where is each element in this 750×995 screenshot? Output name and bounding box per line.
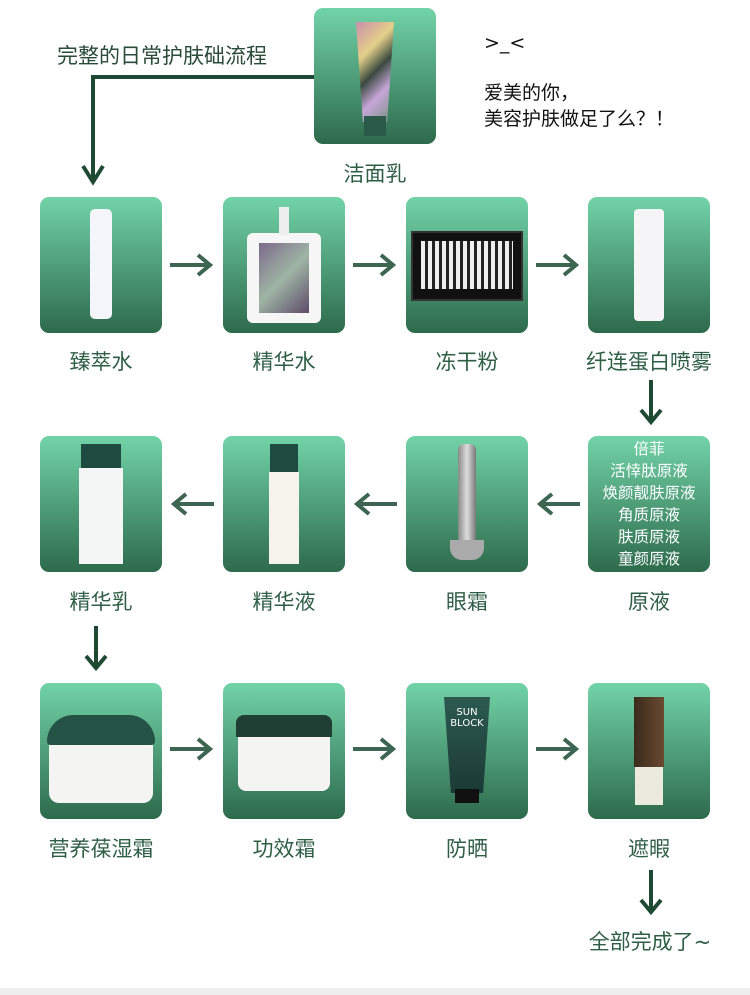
product-card-fibronectin-spray[interactable] bbox=[588, 197, 710, 333]
note-line-2: 美容护肤做足了么？！ bbox=[484, 108, 675, 130]
arrow-left-icon bbox=[170, 492, 214, 516]
flow-title: 完整的日常护肤础流程 bbox=[57, 44, 267, 68]
bottle-cap bbox=[270, 444, 298, 472]
tube-cap bbox=[455, 789, 479, 803]
product-card-essence-liquid[interactable] bbox=[223, 436, 345, 572]
arrow-left-icon bbox=[536, 492, 580, 516]
product-card-serum[interactable]: 倍菲 活悻肽原液 焕颜靓肤原液 角质原液 肤质原液 童颜原液 bbox=[588, 436, 710, 572]
step-label: 功效霜 bbox=[252, 837, 316, 861]
bottle-cap bbox=[81, 444, 121, 468]
step-label: 遮暇 bbox=[628, 837, 670, 861]
step-label: 纤连蛋白喷雾 bbox=[586, 350, 712, 374]
step-label: 眼霜 bbox=[446, 590, 488, 614]
serum-list: 倍菲 活悻肽原液 焕颜靓肤原液 角质原液 肤质原液 童颜原液 bbox=[588, 436, 710, 572]
serum-item: 活悻肽原液 bbox=[610, 462, 688, 480]
arrow-right-icon bbox=[353, 253, 397, 277]
step-label: 臻萃水 bbox=[69, 350, 133, 374]
done-label: 全部完成了~ bbox=[588, 930, 712, 954]
emoticon: >_< bbox=[484, 32, 526, 54]
arrow-right-icon bbox=[170, 737, 214, 761]
arrow-down-icon bbox=[639, 870, 663, 916]
product-card-cleanser[interactable] bbox=[314, 8, 436, 144]
step-label: 营养葆湿霜 bbox=[48, 837, 154, 861]
jar-lid bbox=[47, 715, 155, 745]
step-label: 原液 bbox=[628, 590, 670, 614]
product-card-toner[interactable] bbox=[40, 197, 162, 333]
arrow-right-icon bbox=[536, 253, 580, 277]
pump-head bbox=[279, 207, 289, 235]
arrow-down-icon bbox=[639, 380, 663, 426]
product-card-eye-cream[interactable] bbox=[406, 436, 528, 572]
cream-jar bbox=[238, 737, 330, 791]
cleanser-tube bbox=[356, 22, 394, 122]
arrow-right-icon bbox=[353, 737, 397, 761]
step-label: 精华乳 bbox=[69, 590, 133, 614]
step-label: 洁面乳 bbox=[343, 162, 407, 186]
serum-item: 倍菲 bbox=[633, 440, 665, 458]
step-label: 冻干粉 bbox=[435, 350, 499, 374]
pump-bottle bbox=[247, 233, 321, 323]
concealer-cap bbox=[634, 697, 664, 767]
spray-can bbox=[634, 209, 664, 321]
sunscreen-tube: SUN BLOCK bbox=[444, 697, 490, 793]
emulsion-bottle bbox=[79, 468, 123, 564]
product-card-lyophilized-powder[interactable] bbox=[406, 197, 528, 333]
arrow-right-icon bbox=[536, 737, 580, 761]
serum-item: 肤质原液 bbox=[617, 528, 680, 546]
tube-cap bbox=[364, 116, 386, 136]
step-label: 防晒 bbox=[446, 837, 488, 861]
product-card-moisturizing-cream[interactable] bbox=[40, 683, 162, 819]
essence-bottle bbox=[269, 472, 299, 564]
cream-jar bbox=[49, 745, 153, 803]
connector-arrow bbox=[81, 75, 314, 186]
serum-item: 角质原液 bbox=[617, 506, 680, 524]
arrow-right-icon bbox=[170, 253, 214, 277]
concealer-bottle bbox=[635, 767, 663, 805]
vial-box bbox=[411, 231, 523, 301]
product-card-concealer[interactable] bbox=[588, 683, 710, 819]
serum-item: 童颜原液 bbox=[617, 550, 680, 568]
step-label: 精华液 bbox=[252, 590, 316, 614]
bottom-divider bbox=[0, 988, 750, 995]
step-label: 精华水 bbox=[252, 350, 316, 374]
arrow-left-icon bbox=[353, 492, 397, 516]
device-base bbox=[450, 540, 484, 560]
jar-lid bbox=[236, 715, 332, 737]
product-card-functional-cream[interactable] bbox=[223, 683, 345, 819]
product-card-sunscreen[interactable]: SUN BLOCK bbox=[406, 683, 528, 819]
note-line-1: 爱美的你， bbox=[484, 82, 580, 104]
product-card-essence-emulsion[interactable] bbox=[40, 436, 162, 572]
toner-bottle bbox=[90, 209, 112, 319]
eye-device bbox=[458, 444, 476, 544]
arrow-down-icon bbox=[84, 626, 108, 672]
product-card-essence-water[interactable] bbox=[223, 197, 345, 333]
serum-item: 焕颜靓肤原液 bbox=[602, 484, 696, 502]
